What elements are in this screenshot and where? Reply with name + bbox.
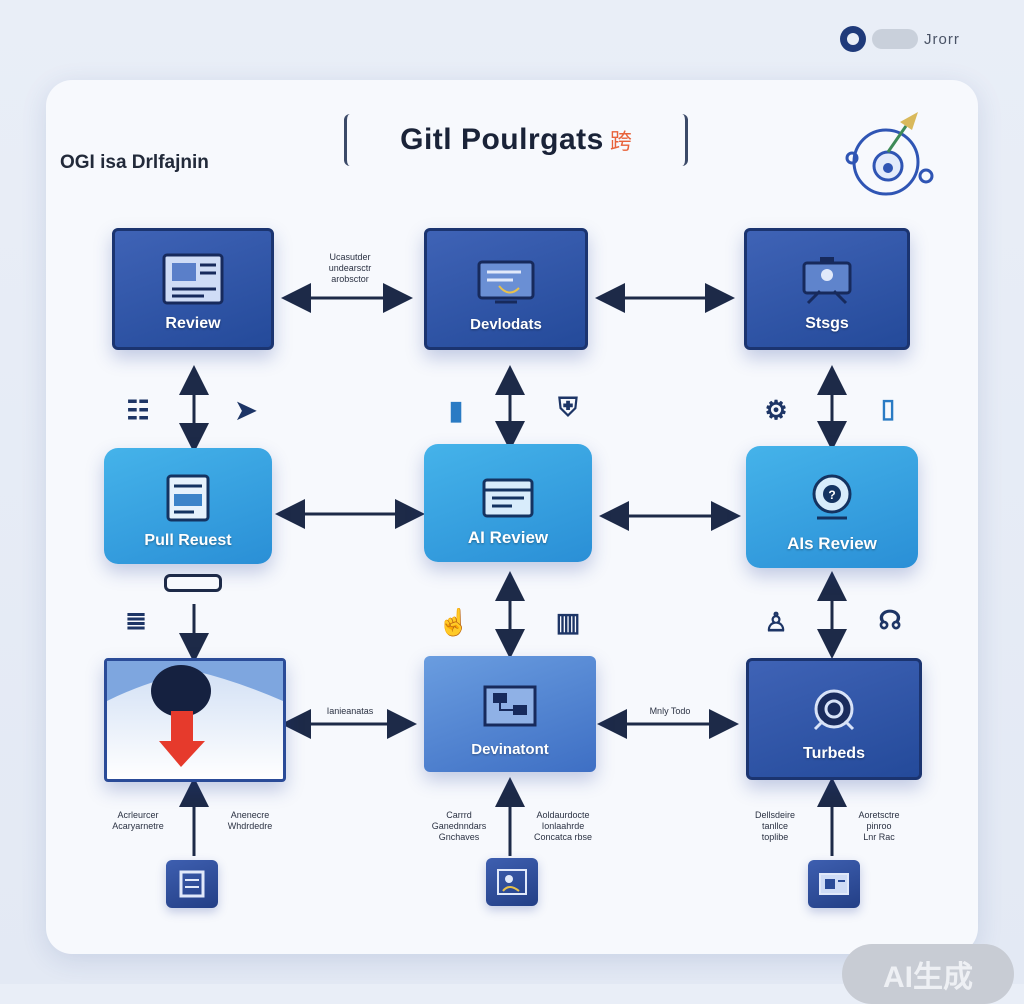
ai-generated-watermark: AI生成 [842, 944, 1014, 1004]
brand-logo-icon [840, 26, 866, 52]
label-review-downloads: Ucasutder undearsctr arobsctor [310, 252, 390, 285]
label-line: Acaryarnetre [112, 821, 164, 831]
source-file-icon[interactable] [166, 860, 218, 908]
node-ai-review-label: AI Review [467, 528, 549, 547]
window-icon [482, 478, 534, 518]
label-line: undearsctr [328, 263, 372, 273]
node-ai-review[interactable]: AI Review [424, 444, 592, 562]
connector-arrows [179, 283, 847, 856]
title-glyph: 跨 [609, 129, 632, 154]
label-line: Ionlaahrde [541, 821, 585, 831]
label-line: Aoldaurdocte [536, 810, 590, 820]
label-line: Ucasutder [329, 252, 371, 262]
diagram-card: Gitl Poulrgats 跨 OGI isa Drlfajnin [46, 80, 978, 954]
chart-icon: ▥ [555, 606, 581, 637]
label-line: Mnly Todo [649, 706, 691, 716]
node-stages-label: Stsgs [805, 315, 849, 332]
node-merge[interactable] [104, 658, 286, 782]
label-bottom-left-1: Acrleurcer Acaryarnetre [96, 810, 180, 832]
node-downloads[interactable]: Devlodats [424, 228, 588, 350]
developer-icon[interactable] [486, 858, 538, 906]
label-line: Gnchaves [438, 832, 480, 842]
user-icon: ♙ [764, 606, 788, 637]
diagram-subtitle: OGI isa Drlfajnin [60, 152, 209, 173]
headset-icon: ☊ [878, 604, 902, 635]
play-arrow-icon: ➤ [235, 394, 257, 425]
stack-icon: ≣ [125, 604, 147, 635]
merge-arrow-icon [107, 661, 283, 767]
label-line: pinroo [866, 821, 892, 831]
label-bottom-right-2: Aoretsctre pinroo Lnr Rac [840, 810, 918, 843]
label-line: Whdrdedre [227, 821, 273, 831]
label-line: toplibe [761, 832, 789, 842]
shield-icon: ⛨ [558, 392, 578, 422]
node-review[interactable]: Review [112, 228, 274, 350]
title-frame: Gitl Poulrgats 跨 [344, 114, 688, 166]
form-icon [166, 474, 210, 522]
coin-icon [813, 689, 855, 731]
hand-icon: ☝ [437, 606, 471, 637]
label-bottom-mid-1: Carrrd Ganednndars Gnchaves [424, 810, 494, 843]
label-line: Lnr Rac [863, 832, 895, 842]
monitor-icon [477, 260, 535, 304]
gear-icon: ⚙ [764, 394, 788, 425]
node-downloads-label: Devlodats [470, 316, 542, 333]
node-ais-review-label: AIs Review [787, 534, 877, 553]
label-line: tanllce [761, 821, 788, 831]
label-bottom-right-1: Dellsdeire tanllce toplibe [736, 810, 814, 843]
label-merge-development: Ianieanatas [310, 706, 390, 717]
label-line: arobsctor [331, 274, 369, 284]
node-review-label: Review [165, 315, 221, 332]
label-line: Carrrd [446, 810, 472, 820]
board-icon [802, 257, 852, 305]
dashboard-icon[interactable] [808, 860, 860, 908]
node-development-label: Devinatont [471, 741, 549, 758]
label-bottom-mid-2: Aoldaurdocte Ionlaahrde Concatca rbse [520, 810, 606, 843]
document-icon [162, 253, 224, 305]
node-development[interactable]: Devinatont [424, 656, 596, 772]
label-development-turbeds: Mnly Todo [630, 706, 710, 717]
label-line: Ganednndars [431, 821, 487, 831]
label-line: Concatca rbse [533, 832, 593, 842]
badge-icon: ? [812, 474, 852, 520]
label-line: Aoretsctre [858, 810, 900, 820]
label-line: Dellsdeire [754, 810, 796, 820]
git-logo-icon [845, 112, 934, 196]
node-pull-request[interactable]: Pull Reuest [104, 448, 272, 564]
label-line: Acrleurcer [117, 810, 159, 820]
node-turbeds[interactable]: Turbeds [746, 658, 922, 780]
node-stages[interactable]: Stsgs [744, 228, 910, 350]
tablet-icon: ▯ [880, 392, 896, 423]
svg-text:?: ? [828, 488, 835, 502]
diagram-title: Gitl Poulrgats [400, 123, 604, 156]
node-connector-pill [164, 574, 222, 592]
book-icon: ▮ [448, 394, 464, 425]
label-line: Ianieanatas [326, 706, 374, 716]
brand-mark: Jrorr [840, 24, 1000, 54]
label-bottom-left-2: Anenecre Whdrdedre [208, 810, 292, 832]
brand-text: Jrorr [924, 30, 960, 48]
flowchart-icon [483, 685, 537, 727]
node-pull-request-label: Pull Reuest [144, 532, 232, 549]
node-ais-review[interactable]: ? AIs Review [746, 446, 918, 568]
node-turbeds-label: Turbeds [803, 745, 865, 762]
brand-pill [872, 29, 918, 49]
grid-icon: ☷ [126, 394, 150, 425]
label-line: Anenecre [230, 810, 270, 820]
